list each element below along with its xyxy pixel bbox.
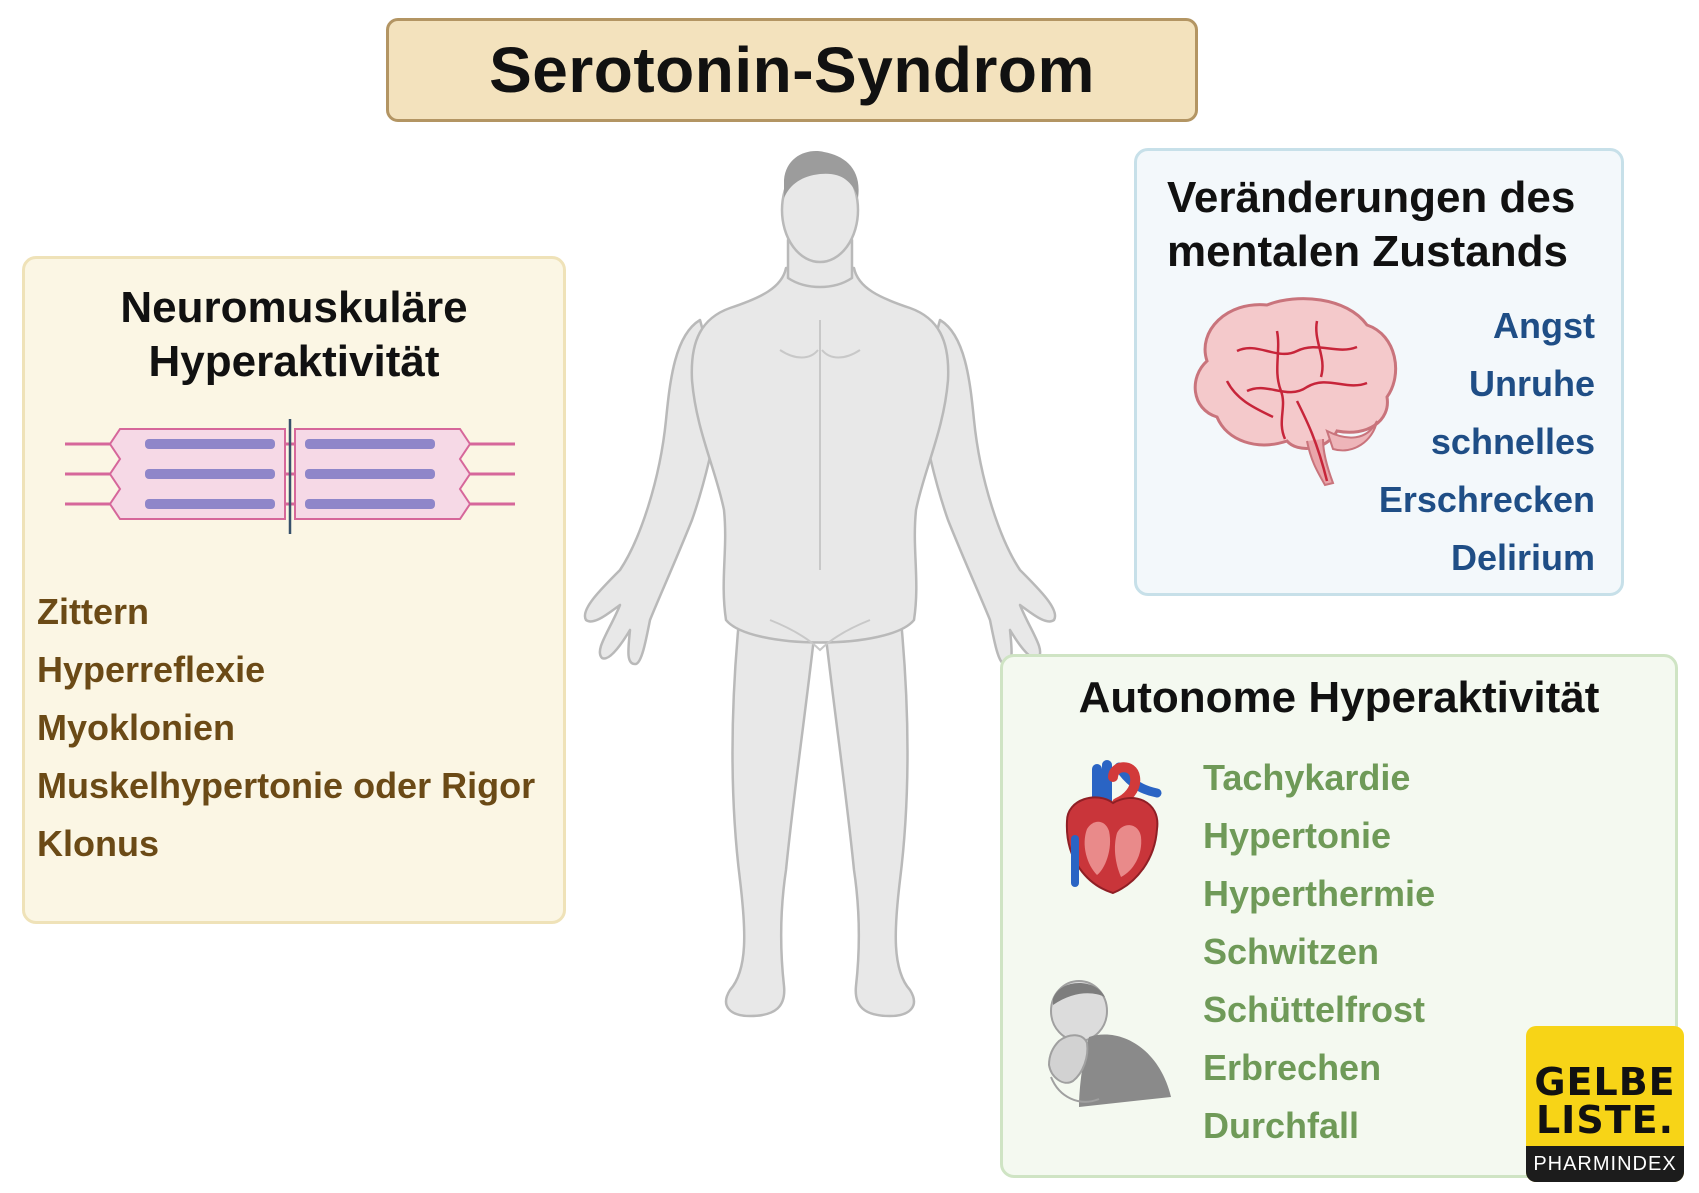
- mental-title: Veränderungen des mentalen Zustands: [1167, 171, 1575, 279]
- logo-line2: LISTE.: [1535, 1098, 1675, 1142]
- list-item: Hyperreflexie: [37, 649, 266, 690]
- brain-icon: [1193, 297, 1398, 487]
- logo-subline: PHARMINDEX: [1526, 1146, 1684, 1182]
- title-banner: Serotonin-Syndrom: [386, 18, 1198, 122]
- logo-line1: GELBE: [1534, 1060, 1676, 1104]
- mental-title-line1: Veränderungen des: [1167, 173, 1576, 222]
- neuromuscular-title-line2: Hyperaktivität: [148, 337, 440, 386]
- list-item: Tachykardie: [1203, 757, 1411, 798]
- list-item: Hyperthermie: [1203, 873, 1436, 914]
- vomiting-person-icon: [1047, 980, 1171, 1107]
- list-item: Schüttelfrost: [1203, 989, 1426, 1030]
- list-item: Erbrechen: [1203, 1047, 1382, 1088]
- list-item: Myoklonien: [37, 707, 236, 748]
- list-item: Durchfall: [1203, 1105, 1360, 1146]
- neuromuscular-title: Neuromuskuläre Hyperaktivität: [25, 281, 563, 389]
- list-item: Klonus: [37, 823, 159, 864]
- autonomic-list: Tachykardie Hypertonie Hyperthermie Schw…: [1203, 749, 1435, 1155]
- neuromuscular-list: Zittern Hyperreflexie Myoklonien Muskelh…: [37, 583, 535, 873]
- human-body-icon: [583, 151, 1057, 1018]
- heart-icon: [1065, 760, 1162, 895]
- autonomic-title: Autonome Hyperaktivität: [1078, 673, 1600, 722]
- list-item: Erschrecken: [1378, 479, 1595, 520]
- list-item: Hypertonie: [1203, 815, 1392, 856]
- muscle-fiber-icon: [65, 419, 515, 534]
- mental-status-list: Angst Unruhe schnelles Erschrecken Delir…: [1379, 297, 1595, 587]
- list-item: Muskelhypertonie oder Rigor: [37, 765, 536, 806]
- list-item: Zittern: [37, 591, 149, 632]
- neuromuscular-title-line1: Neuromuskuläre: [120, 283, 468, 332]
- mental-title-line2: mentalen Zustands: [1167, 227, 1568, 276]
- neuromuscular-panel: Neuromuskuläre Hyperaktivität Zittern Hy…: [22, 256, 566, 924]
- list-item: Delirium: [1450, 537, 1595, 578]
- list-item: Angst: [1493, 305, 1595, 346]
- list-item: schnelles: [1430, 421, 1595, 462]
- mental-status-panel: Veränderungen des mentalen Zustands Angs…: [1134, 148, 1624, 596]
- list-item: Schwitzen: [1203, 931, 1380, 972]
- list-item: Unruhe: [1469, 363, 1595, 404]
- page-title: Serotonin-Syndrom: [489, 34, 1095, 106]
- gelbe-liste-logo: GELBE LISTE. PHARMINDEX: [1526, 1026, 1684, 1182]
